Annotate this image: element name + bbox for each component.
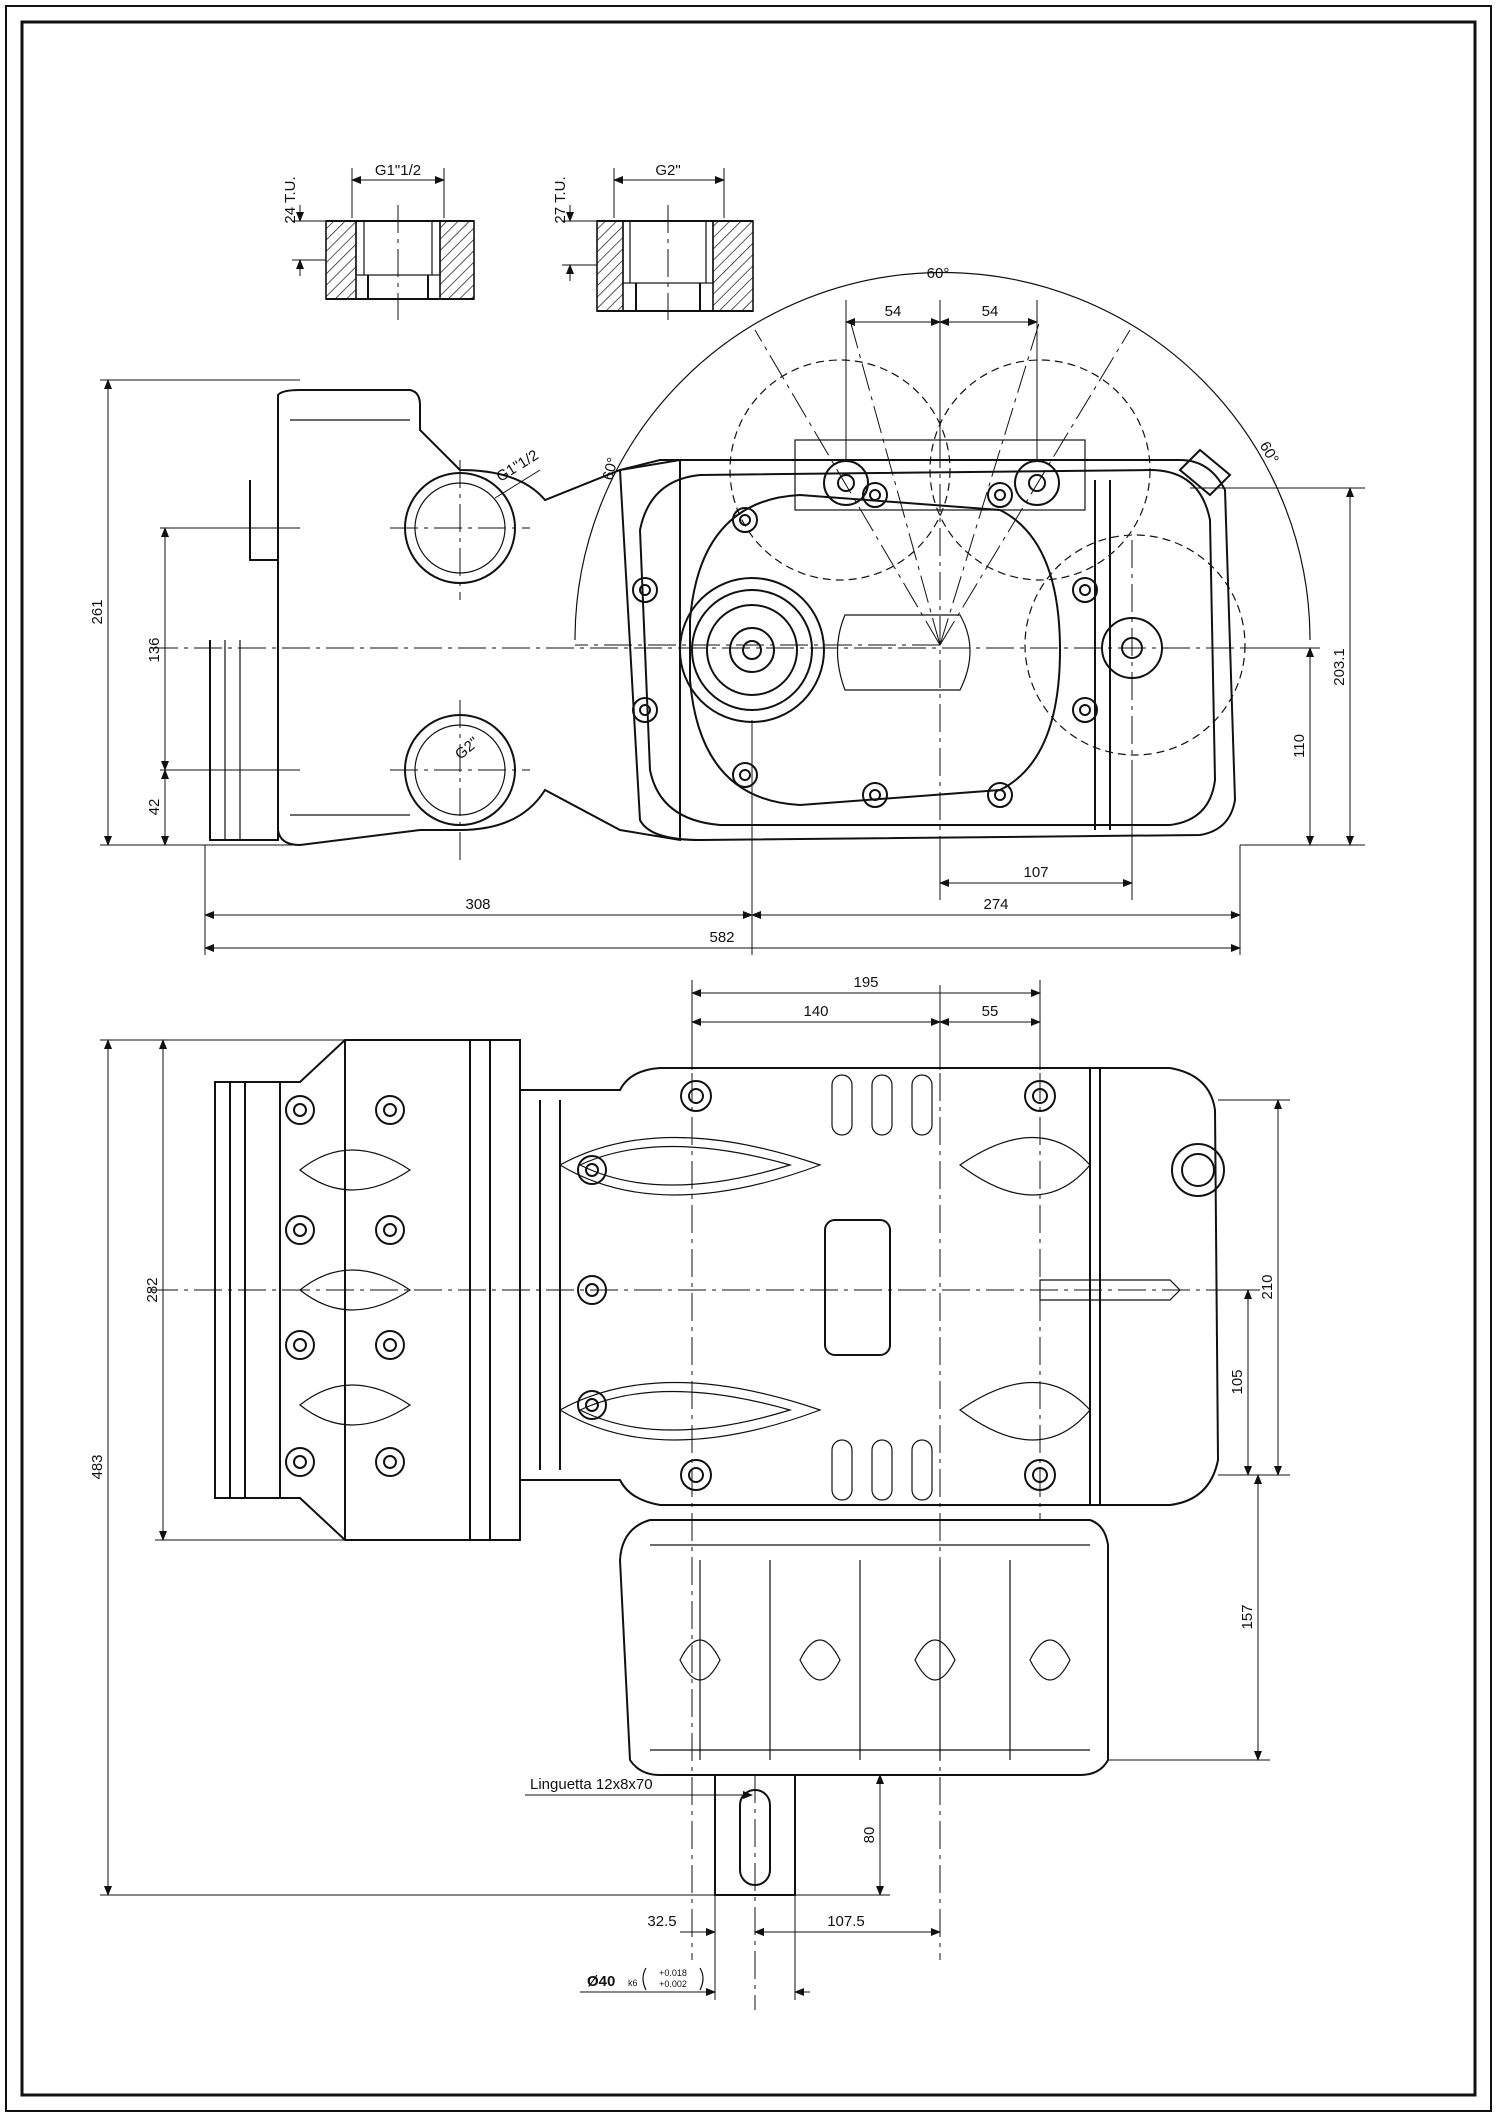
- dim-274: 274: [983, 896, 1008, 913]
- angle-right-label: 60°: [1256, 439, 1282, 467]
- dim-110: 110: [1291, 734, 1308, 758]
- dim-483: 483: [89, 1454, 106, 1479]
- port1-thread-label: G1"1/2: [375, 162, 421, 179]
- shaft-tol-upper: +0.018: [659, 1968, 687, 1978]
- angle-top-label: 60°: [927, 265, 950, 282]
- pump-side-view: [150, 271, 1320, 900]
- dim-210: 210: [1259, 1274, 1276, 1299]
- dim-32-5: 32.5: [647, 1913, 676, 1930]
- dim-107: 107: [1023, 864, 1048, 881]
- port-g2-label: G2": [452, 734, 482, 763]
- dim-105: 105: [1229, 1369, 1246, 1394]
- angle-left-label: 60°: [600, 456, 622, 482]
- plan-view-dimensions: 195 140 55 282 483 210 105 157 80 Lingue…: [89, 974, 1290, 2000]
- port-detail-g1-1-2: G1"1/2 24 T.U.: [282, 162, 475, 320]
- port-detail-g2: G2" 27 T.U.: [552, 162, 754, 320]
- dim-55: 55: [982, 1003, 999, 1020]
- dim-308: 308: [465, 896, 490, 913]
- port1-height-label: 24 T.U.: [282, 176, 299, 223]
- shaft-fit: k6: [628, 1978, 638, 1988]
- shaft-diameter: Ø40: [587, 1973, 615, 1990]
- dim-42: 42: [146, 799, 163, 816]
- dim-261: 261: [89, 599, 106, 624]
- port2-thread-label: G2": [655, 162, 680, 179]
- dim-54-right: 54: [982, 303, 999, 320]
- dim-80: 80: [861, 1827, 878, 1844]
- dim-136: 136: [146, 637, 163, 662]
- dim-582: 582: [709, 929, 734, 946]
- dim-195: 195: [853, 974, 878, 991]
- inner-border: [20, 20, 1477, 2097]
- dim-203-1: 203.1: [1331, 648, 1348, 686]
- shaft-tol-lower: +0.002: [659, 1979, 687, 1989]
- pump-plan-view: [150, 985, 1225, 2010]
- dim-107-5: 107.5: [827, 1913, 865, 1930]
- dim-157: 157: [1239, 1604, 1256, 1629]
- outer-border: [5, 5, 1492, 2112]
- dim-140: 140: [803, 1003, 828, 1020]
- side-view-dimensions: 60° 60° 60° 54 54 G1"1/2 G2" 261 136 42 …: [89, 265, 1365, 955]
- dim-282: 282: [144, 1277, 161, 1302]
- dim-54-left: 54: [885, 303, 902, 320]
- key-label: Linguetta 12x8x70: [530, 1776, 653, 1793]
- port2-height-label: 27 T.U.: [552, 176, 569, 223]
